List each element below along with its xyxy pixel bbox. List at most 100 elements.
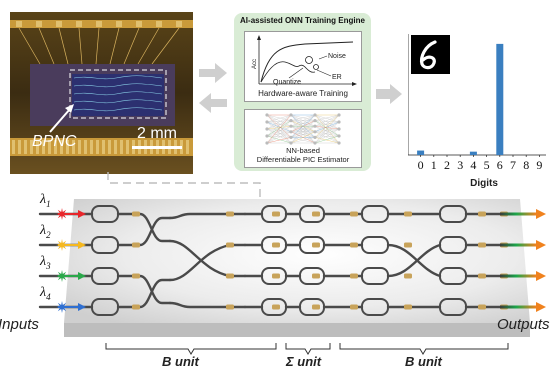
- waveguide: [116, 278, 172, 309]
- nn-link: [266, 114, 292, 127]
- nn-node: [337, 127, 341, 131]
- x-axis-label: Digits: [470, 178, 498, 189]
- nn-link: [266, 126, 292, 137]
- bond-pad: [30, 140, 33, 154]
- wavelength-label-3: λ3: [40, 254, 51, 271]
- bond-pad: [90, 140, 93, 154]
- bond-pad: [36, 21, 42, 27]
- bond-pad: [114, 140, 117, 154]
- tick-label-8: 8: [523, 158, 529, 172]
- bond-pad: [116, 21, 122, 27]
- exchange-arrows: [199, 63, 227, 113]
- nn-node: [289, 141, 293, 145]
- waveguide: [168, 301, 247, 309]
- circuit-trace: [73, 75, 163, 80]
- circuit-trace: [73, 99, 163, 104]
- nn-link: [314, 121, 340, 144]
- bond-wire: [95, 27, 100, 65]
- waveguide: [168, 212, 247, 220]
- bond-pad: [76, 21, 82, 27]
- phase-shifter: [478, 242, 486, 248]
- nn-link: [290, 120, 316, 144]
- bond-pad: [126, 140, 129, 154]
- estimator-caption-2: Differentiable PIC Estimator: [257, 155, 350, 164]
- nn-node: [337, 113, 341, 117]
- nn-node: [313, 124, 317, 128]
- lambda-symbol: λ: [40, 285, 47, 300]
- lambda-subscript: 1: [46, 198, 51, 209]
- hardware-training-box: Acc Noise ER Quantize Hardware-aware Tra…: [244, 31, 362, 102]
- bond-pad: [96, 21, 102, 27]
- nn-link: [314, 131, 340, 137]
- phase-shifter: [404, 304, 412, 310]
- phase-shifter: [478, 211, 486, 217]
- bond-pad: [12, 140, 15, 154]
- nn-link: [314, 114, 340, 144]
- waveguide: [116, 212, 172, 243]
- nn-link: [314, 121, 340, 138]
- nn-link: [266, 120, 292, 137]
- nn-link: [290, 114, 316, 127]
- unit-label-b2: B unit: [405, 354, 442, 369]
- nn-node: [337, 141, 341, 145]
- noise-label: Noise: [328, 53, 346, 60]
- gear-icon: [313, 64, 319, 70]
- tick-label-2: 2: [444, 158, 450, 172]
- output-beam: [500, 274, 536, 278]
- phase-shifter: [350, 242, 358, 248]
- engine-title: AI-assisted ONN Training Engine: [240, 16, 365, 25]
- nn-link: [290, 137, 316, 144]
- nn-link: [290, 114, 316, 121]
- light-source-icon: [56, 270, 68, 282]
- nn-link: [314, 114, 340, 138]
- outputs-label: Outputs: [497, 316, 550, 333]
- nn-node: [313, 141, 317, 145]
- tick-label-7: 7: [510, 158, 516, 172]
- wavelength-label-2: λ2: [40, 223, 51, 240]
- bond-pad: [108, 140, 111, 154]
- bond-pad: [84, 140, 87, 154]
- output-arrow-icon: [536, 302, 546, 312]
- nn-link: [266, 126, 292, 130]
- training-plot: Acc Noise ER Quantize Hardware-aware Tra…: [252, 35, 357, 98]
- chip-side-surface: [64, 323, 530, 337]
- phase-shifter: [404, 242, 412, 248]
- phase-shifter: [350, 304, 358, 310]
- nn-link: [266, 135, 292, 144]
- nn-link: [266, 120, 292, 130]
- nn-link: [314, 120, 340, 123]
- unit-label-sigma: Σ unit: [286, 354, 322, 369]
- light-source-icon: [56, 239, 68, 251]
- bond-pad: [36, 140, 39, 154]
- bond-pad: [24, 140, 27, 154]
- nn-link: [266, 120, 292, 144]
- bond-pad: [18, 140, 21, 154]
- nn-link: [266, 114, 292, 144]
- phase-shifter: [350, 273, 358, 279]
- bond-pad: [176, 21, 182, 27]
- output-beam: [500, 212, 536, 216]
- nn-node: [289, 119, 293, 123]
- training-engine-panel: AI-assisted ONN Training Engine Acc Nois…: [234, 13, 371, 171]
- nn-node: [313, 135, 317, 139]
- bar-digit-4: [469, 151, 477, 155]
- output-arrow-icon: [536, 271, 546, 281]
- neural-network-icon: NN-based Differentiable PIC Estimator: [257, 113, 350, 164]
- pic-estimator-box: NN-based Differentiable PIC Estimator: [244, 109, 362, 168]
- phase-shifter: [478, 304, 486, 310]
- circuit-trace: [73, 83, 163, 88]
- tick-label-4: 4: [470, 158, 476, 172]
- nn-link: [266, 131, 292, 137]
- nn-link: [290, 131, 316, 144]
- nn-link: [266, 128, 292, 144]
- tick-label-6: 6: [497, 158, 503, 172]
- inputs-label: Inputs: [0, 316, 39, 333]
- nn-link: [314, 135, 340, 138]
- circuit-trace: [73, 91, 163, 96]
- input-arrow-icon: [78, 241, 86, 249]
- input-arrow-icon: [78, 303, 86, 311]
- output-beam: [500, 243, 536, 247]
- chip-top-surface: [64, 199, 530, 323]
- lambda-subscript: 3: [46, 260, 51, 271]
- nn-node: [313, 119, 317, 123]
